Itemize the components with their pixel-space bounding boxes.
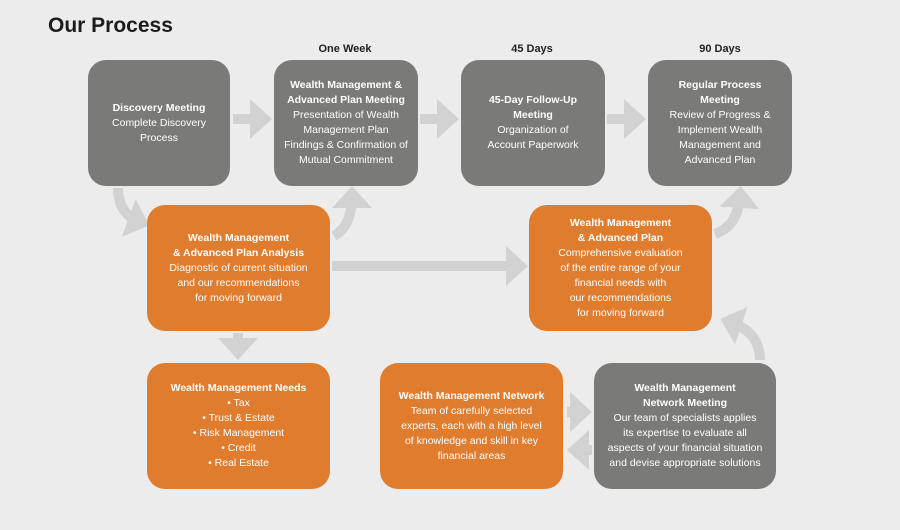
- box-heading: Discovery Meeting: [112, 101, 206, 114]
- box-heading: Wealth Management& Advanced Plan Analysi…: [172, 231, 305, 259]
- timeline-label-45-days: 45 Days: [511, 43, 553, 55]
- box-advanced-plan: Wealth Management& Advanced Plan Compreh…: [529, 205, 712, 331]
- arrow-network-meeting-to-plan: [720, 306, 765, 361]
- box-heading: Wealth Management& Advanced Plan: [569, 216, 672, 244]
- arrow-plan-to-regular: [713, 186, 760, 239]
- box-body: • Tax• Trust & Estate• Risk Management• …: [192, 397, 285, 469]
- arrow-analysis-to-plan-meeting: [331, 186, 372, 241]
- arrow-discovery-to-analysis: [113, 187, 150, 237]
- box-needs: Wealth Management Needs • Tax• Trust & E…: [147, 363, 330, 489]
- timeline-label-one-week: One Week: [318, 43, 372, 55]
- box-network: Wealth Management Network Team of carefu…: [380, 363, 563, 489]
- box-heading: Wealth Management &Advanced Plan Meeting: [287, 79, 405, 106]
- timeline-label-90-days: 90 Days: [699, 43, 741, 55]
- box-plan-meeting: Wealth Management &Advanced Plan Meeting…: [274, 60, 418, 186]
- box-heading: Wealth Management Network: [398, 389, 545, 402]
- box-plan-analysis: Wealth Management& Advanced Plan Analysi…: [147, 205, 330, 331]
- page-title: Our Process: [48, 14, 173, 37]
- box-heading: Wealth Management Needs: [170, 382, 307, 394]
